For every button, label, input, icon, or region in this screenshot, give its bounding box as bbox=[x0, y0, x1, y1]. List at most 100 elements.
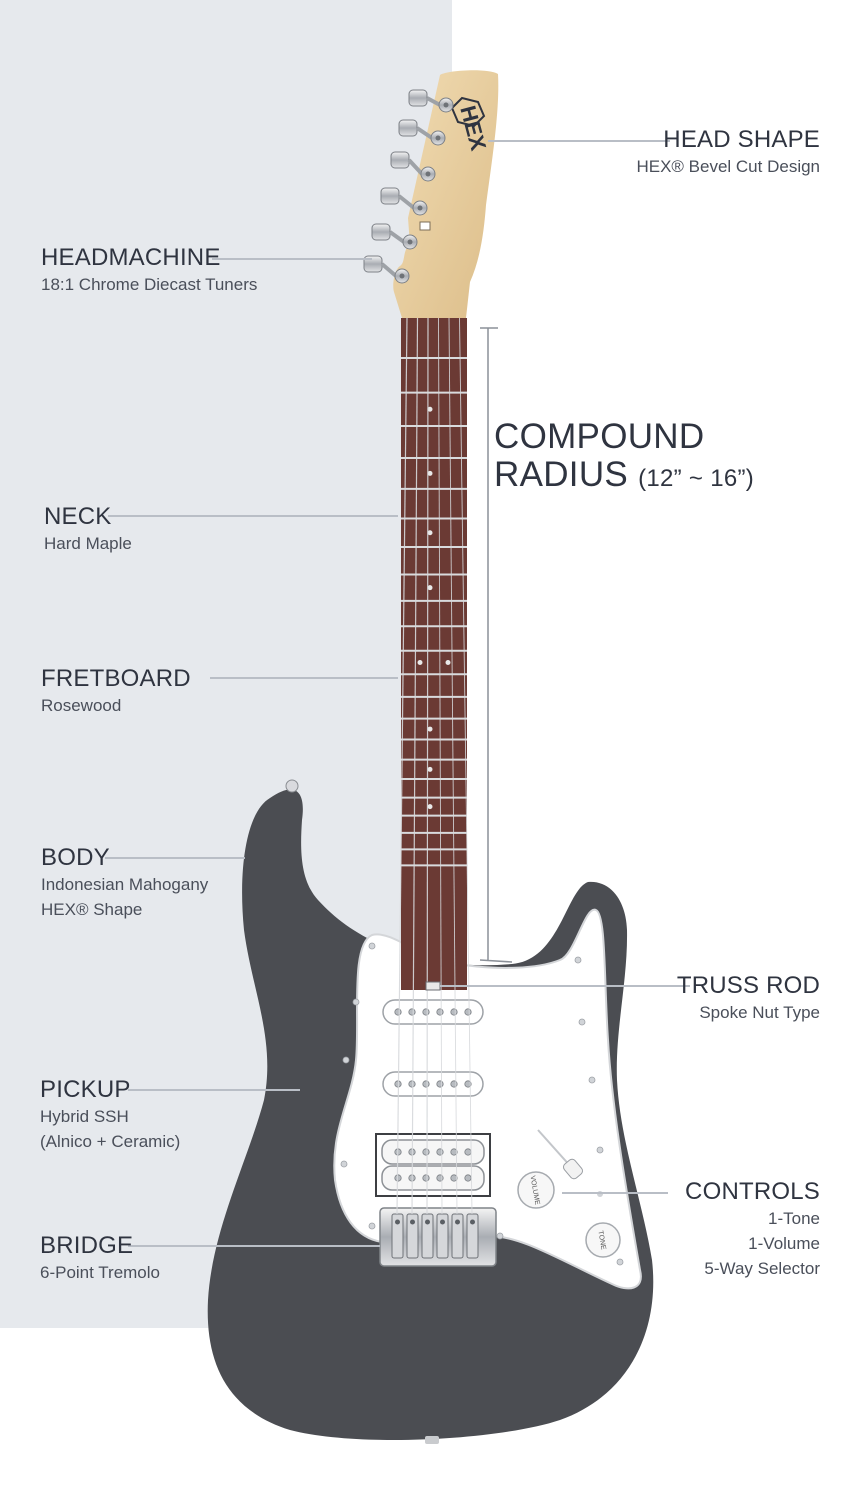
leader-controls bbox=[562, 1192, 668, 1194]
pole-piece bbox=[464, 1008, 472, 1016]
pole-piece bbox=[464, 1148, 472, 1156]
leader-neck bbox=[108, 515, 398, 517]
tuners bbox=[363, 89, 454, 284]
label-bridge: BRIDGE 6-Point Tremolo bbox=[40, 1232, 160, 1285]
tuner-post-center bbox=[399, 273, 405, 279]
guitar-string bbox=[426, 317, 429, 1215]
bridge-saddle bbox=[466, 1213, 479, 1259]
tuner-key bbox=[408, 89, 428, 107]
radius-line-1: COMPOUND bbox=[494, 417, 705, 456]
guitar-string bbox=[396, 317, 408, 1215]
radius-line-2: RADIUS bbox=[494, 455, 629, 494]
head-shape-desc: HEX® Bevel Cut Design bbox=[636, 157, 820, 176]
pole-piece bbox=[422, 1008, 430, 1016]
pickguard-screw bbox=[342, 1056, 350, 1064]
strings bbox=[396, 317, 473, 1215]
inlay-dot bbox=[427, 470, 433, 476]
truss-rod-title: TRUSS ROD bbox=[676, 972, 820, 999]
leader-headmachine bbox=[212, 258, 372, 260]
pole-piece bbox=[450, 1008, 458, 1016]
truss-rod-nut bbox=[425, 981, 441, 991]
pole-piece bbox=[422, 1148, 430, 1156]
inlay-dot bbox=[427, 406, 433, 412]
pickguard-screw bbox=[352, 998, 360, 1006]
tuner-shaft bbox=[380, 262, 398, 278]
saddle-screw bbox=[395, 1219, 400, 1225]
controls-desc-2: 1-Volume bbox=[748, 1234, 820, 1253]
tuner-key bbox=[371, 223, 391, 241]
pickguard-screw bbox=[616, 1258, 624, 1266]
headstock bbox=[393, 70, 499, 319]
body-desc-1: Indonesian Mahogany bbox=[41, 875, 209, 894]
pole-piece bbox=[422, 1080, 430, 1088]
leader-truss-rod bbox=[440, 985, 690, 987]
strap-button-top bbox=[285, 779, 299, 793]
leader-pickup bbox=[128, 1089, 300, 1091]
bridge-desc: 6-Point Tremolo bbox=[40, 1263, 160, 1282]
pickguard-screw bbox=[596, 1146, 604, 1154]
inlay-dot bbox=[427, 726, 433, 732]
label-headmachine: HEADMACHINE 18:1 Chrome Diecast Tuners bbox=[41, 244, 257, 297]
inlay-dot bbox=[427, 766, 433, 772]
tuner-post-center bbox=[417, 205, 423, 211]
pickup-desc-2: (Alnico + Ceramic) bbox=[40, 1132, 181, 1151]
label-head-shape: HEAD SHAPE HEX® Bevel Cut Design bbox=[636, 126, 820, 179]
head-shape-title: HEAD SHAPE bbox=[663, 126, 820, 153]
tuner-key bbox=[380, 187, 400, 205]
radius-range: (12” ~ 16”) bbox=[638, 465, 755, 492]
headmachine-desc: 18:1 Chrome Diecast Tuners bbox=[41, 275, 258, 294]
tuner-key bbox=[390, 151, 410, 169]
tremolo-bridge bbox=[379, 1207, 497, 1267]
tone-knob: TONE bbox=[585, 1222, 621, 1258]
leader-body bbox=[105, 857, 245, 859]
pickguard-screw bbox=[588, 1076, 596, 1084]
strap-button-bottom bbox=[425, 1436, 439, 1444]
pole-piece bbox=[408, 1080, 416, 1088]
pickguard-screw bbox=[368, 942, 376, 950]
saddle-screw bbox=[440, 1219, 445, 1225]
pickguard-screw bbox=[496, 1232, 504, 1240]
inlay-dot bbox=[427, 530, 433, 536]
headstock-logo bbox=[450, 96, 486, 128]
pickup-neck bbox=[382, 999, 484, 1025]
bridge-saddle bbox=[436, 1213, 449, 1259]
pickguard-screws bbox=[340, 942, 624, 1266]
tuner-post-center bbox=[407, 239, 413, 245]
neck-title: NECK bbox=[44, 503, 112, 530]
tuner-shaft bbox=[397, 194, 416, 210]
leader-bridge bbox=[128, 1245, 380, 1247]
pole-piece bbox=[450, 1174, 458, 1182]
pole-piece bbox=[422, 1174, 430, 1182]
radius-bracket bbox=[479, 327, 513, 963]
frets bbox=[401, 357, 467, 867]
string-tree bbox=[419, 221, 431, 231]
guitar-string bbox=[459, 317, 473, 1215]
pickup-bridge-humbucker bbox=[375, 1133, 491, 1197]
tuner-shaft bbox=[407, 158, 424, 176]
fret-inlays bbox=[417, 406, 451, 810]
fretboard-title: FRETBOARD bbox=[41, 665, 191, 692]
pole-piece bbox=[394, 1008, 402, 1016]
saddle-screw bbox=[455, 1219, 460, 1225]
label-controls: CONTROLS 1-Tone 1-Volume 5-Way Selector bbox=[685, 1178, 820, 1281]
label-body: BODY Indonesian Mahogany HEX® Shape bbox=[41, 844, 208, 922]
pole-piece bbox=[450, 1148, 458, 1156]
inlay-dot bbox=[445, 659, 451, 665]
pickguard-screw bbox=[578, 1018, 586, 1026]
pickup-title: PICKUP bbox=[40, 1076, 131, 1103]
tuner-post-center bbox=[443, 102, 449, 108]
volume-knob: VOLUME bbox=[517, 1171, 555, 1209]
pickguard-screw bbox=[368, 1222, 376, 1230]
body-desc-2: HEX® Shape bbox=[41, 900, 143, 919]
controls-desc-1: 1-Tone bbox=[768, 1209, 820, 1228]
truss-rod-desc: Spoke Nut Type bbox=[699, 1003, 820, 1022]
headmachine-title: HEADMACHINE bbox=[41, 244, 221, 271]
fretboard-desc: Rosewood bbox=[41, 696, 122, 715]
tuner-post-center bbox=[425, 171, 431, 177]
bridge-saddle bbox=[451, 1213, 464, 1259]
tuner-shaft bbox=[415, 126, 434, 140]
pole-piece bbox=[464, 1080, 472, 1088]
pickguard-screw bbox=[574, 956, 582, 964]
tuner-shaft bbox=[426, 96, 441, 107]
